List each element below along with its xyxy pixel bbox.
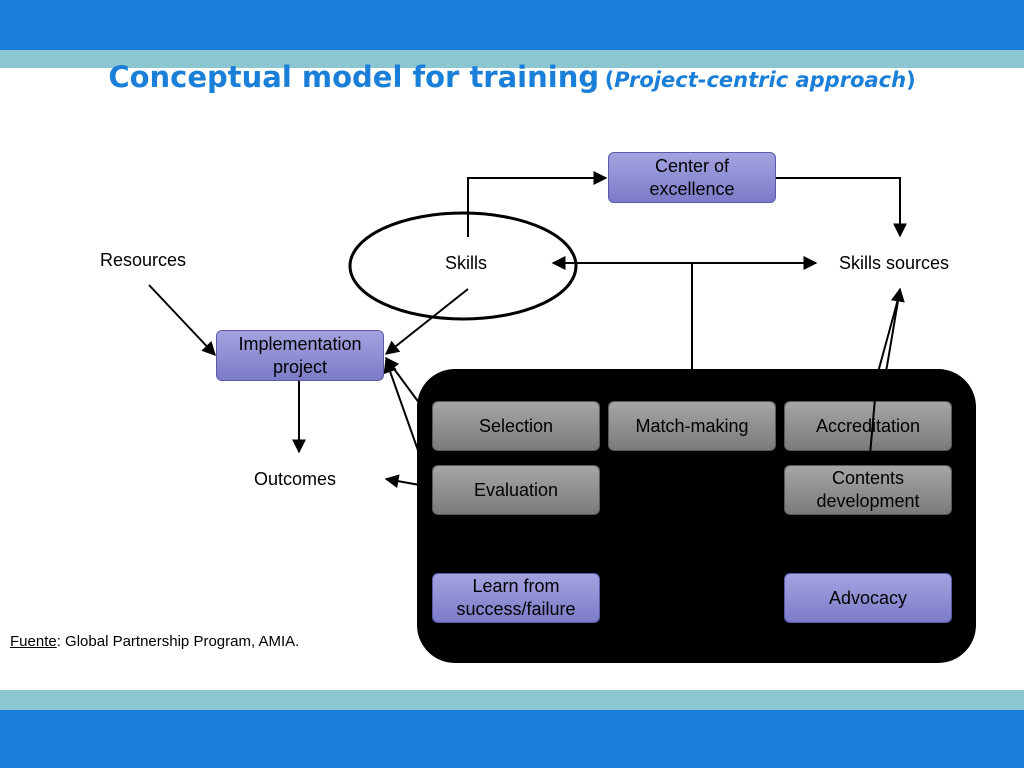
accreditation-box: Accreditation	[784, 401, 952, 451]
source-label: Fuente	[10, 633, 57, 650]
source-note: Fuente: Global Partnership Program, AMIA…	[10, 632, 310, 652]
outcomes-label: Outcomes	[254, 469, 337, 489]
bottom-band-light	[0, 690, 1024, 710]
arrow-skills-to-project	[384, 288, 469, 355]
title-subtitle-italic: Project-centric approach	[614, 68, 907, 92]
title-main: Conceptual model for training	[108, 60, 600, 94]
skills-label: Skills	[445, 253, 488, 273]
resources-label: Resources	[100, 250, 187, 270]
advocacy-box: Advocacy	[784, 573, 952, 623]
evaluation-box: Evaluation	[432, 465, 600, 515]
selection-box: Selection	[432, 401, 600, 451]
arrow-resources-to-project	[148, 284, 216, 357]
title-subtitle: (Project-centric approach)	[604, 68, 916, 92]
arrow-evaluation-to-outcomes	[384, 474, 432, 489]
bottom-band-dark	[0, 710, 1024, 768]
skills-sources-label: Skills sources	[839, 253, 950, 273]
center-of-excellence-box: Center of excellence	[608, 152, 776, 203]
source-text: : Global Partnership Program, AMIA.	[56, 633, 300, 650]
match-making-box: Match-making	[608, 401, 776, 451]
top-band-dark	[0, 0, 1024, 50]
implementation-project-box: Implementation project	[216, 330, 384, 381]
arrow-center-to-sources	[776, 177, 907, 238]
arrow-contents-to-sources	[876, 291, 901, 377]
arrow-evaluation-to-project	[383, 358, 432, 488]
arrow-selection-to-project	[385, 356, 432, 420]
top-band-light	[0, 50, 1024, 68]
arrow-skills-to-center	[467, 171, 608, 237]
learn-from-box: Learn from success/failure	[432, 573, 600, 623]
contents-development-box: Contents development	[784, 465, 952, 515]
slide-title: Conceptual model for training (Project-c…	[0, 60, 1024, 94]
